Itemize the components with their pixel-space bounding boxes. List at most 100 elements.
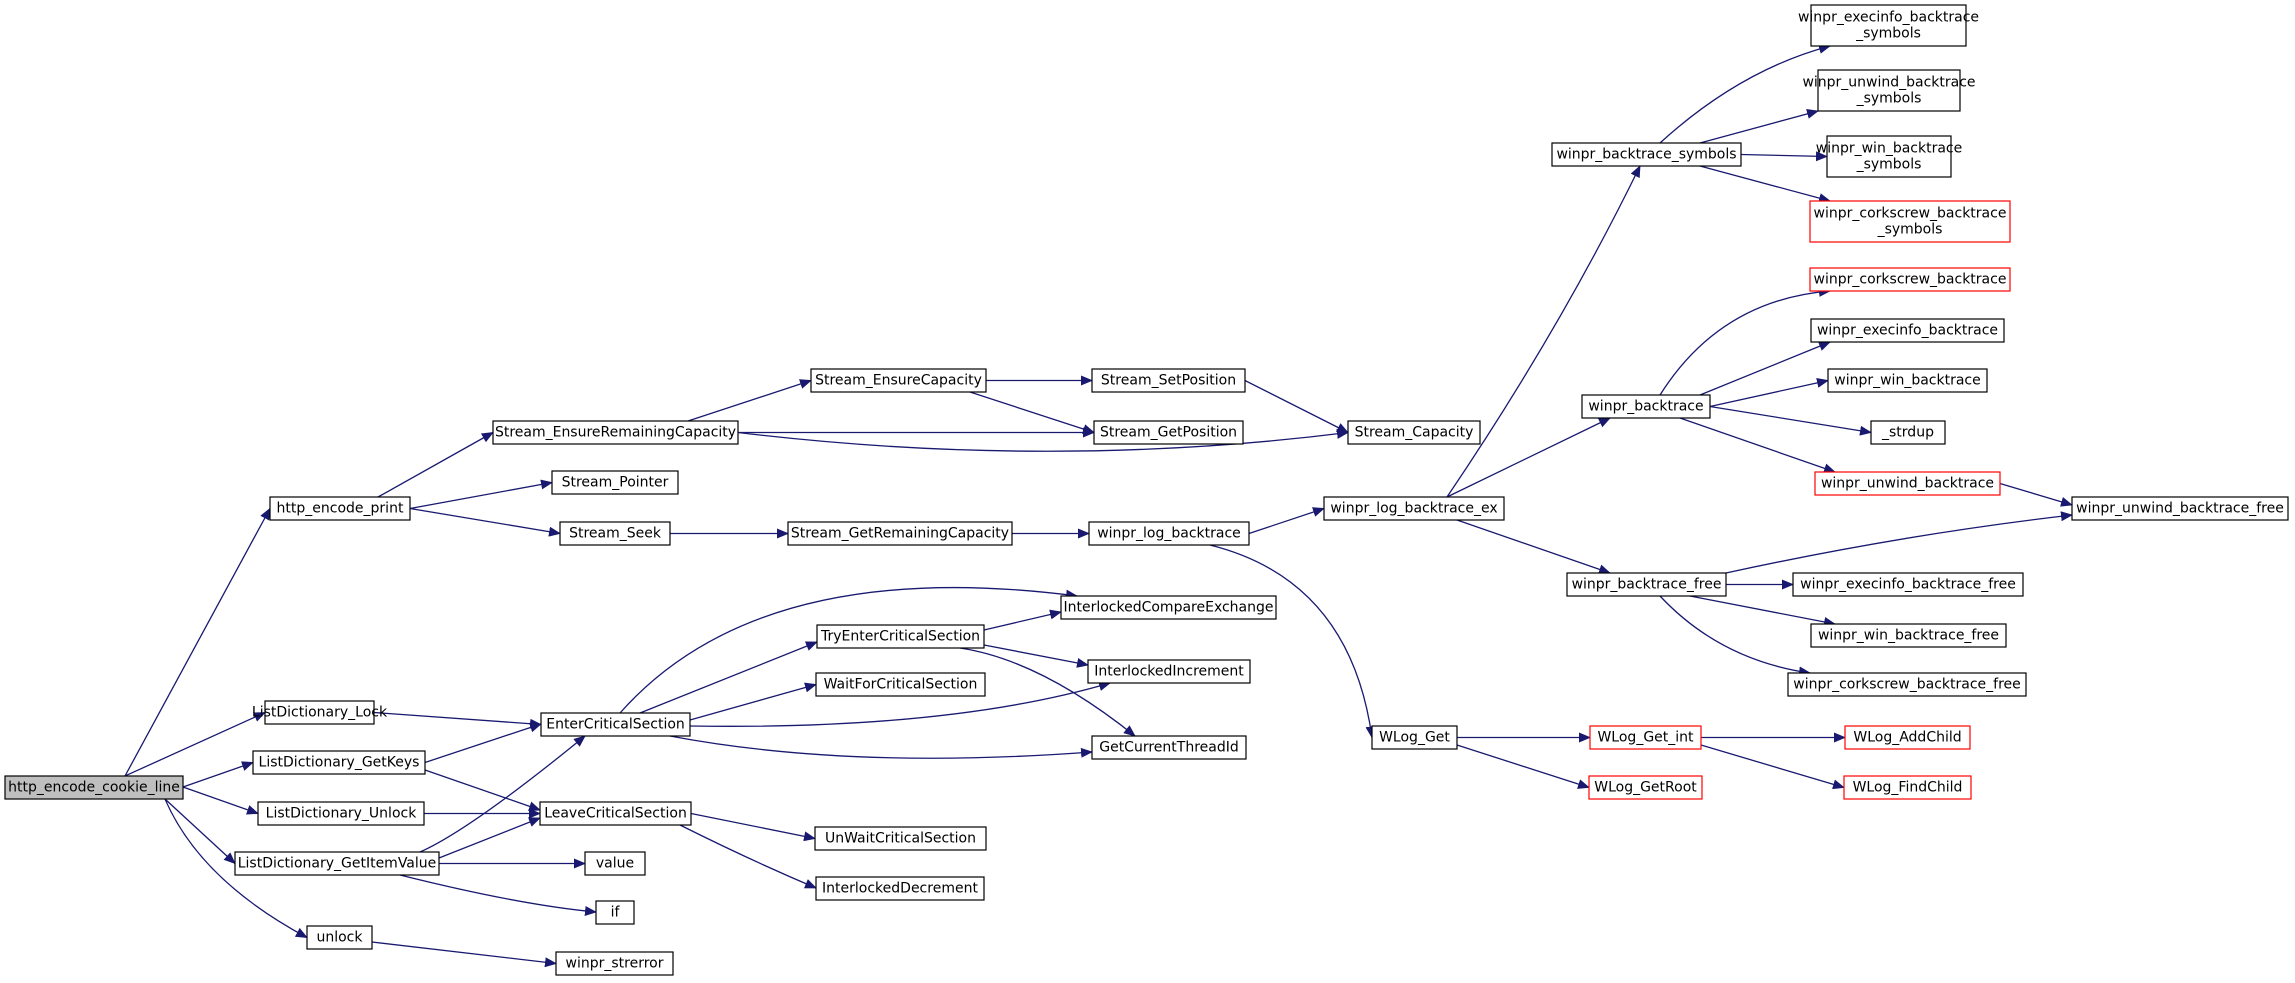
node-winpr_corkscrew_backtrace_free[interactable]: winpr_corkscrew_backtrace_free: [1787, 672, 2027, 697]
node-box: [1792, 572, 2024, 597]
node-label: winpr_unwind_backtrace: [1802, 75, 1975, 91]
node-Stream_GetRemainingCapacity[interactable]: Stream_GetRemainingCapacity: [787, 521, 1013, 546]
node-winpr_win_backtrace_free[interactable]: winpr_win_backtrace_free: [1810, 623, 2007, 648]
node-TryEnterCriticalSection[interactable]: TryEnterCriticalSection: [816, 624, 985, 649]
node-UnWaitCriticalSection[interactable]: UnWaitCriticalSection: [814, 826, 987, 851]
node-box: [559, 521, 671, 546]
node-Stream_GetPosition[interactable]: Stream_GetPosition: [1093, 420, 1244, 445]
node-winpr_execinfo_backtrace_free[interactable]: winpr_execinfo_backtrace_free: [1792, 572, 2024, 597]
node-box: [252, 750, 426, 775]
node-Stream_SetPosition[interactable]: Stream_SetPosition: [1091, 368, 1246, 393]
node-winpr_backtrace[interactable]: winpr_backtrace: [1581, 394, 1711, 419]
node-winpr_backtrace_free[interactable]: winpr_backtrace_free: [1566, 572, 1727, 597]
node-label: winpr_corkscrew_backtrace: [1814, 206, 2007, 222]
node-unlock[interactable]: unlock: [306, 925, 373, 950]
node-box: [584, 851, 646, 876]
node-label: winpr_backtrace_symbols: [1556, 147, 1736, 163]
node-WLog_GetRoot[interactable]: WLog_GetRoot: [1588, 775, 1703, 800]
node-box: [1093, 420, 1244, 445]
node-box: [1347, 420, 1481, 445]
node-label: Stream_Pointer: [562, 475, 669, 491]
edge-http_encode_print-to-Stream_Pointer: [409, 479, 553, 510]
node-_strdup[interactable]: _strdup: [1870, 420, 1946, 445]
edge-http_encode_cookie_line-to-unlock: [164, 798, 308, 939]
node-box: [264, 700, 375, 725]
node-label: winpr_win_backtrace_free: [1818, 628, 1999, 644]
node-winpr_log_backtrace_ex[interactable]: winpr_log_backtrace_ex: [1323, 496, 1505, 521]
edge-ListDictionary_GetItemValue-to-EnterCriticalSection: [419, 735, 586, 853]
node-http_encode_cookie_line[interactable]: http_encode_cookie_line: [4, 775, 184, 800]
node-InterlockedCompareExchange[interactable]: InterlockedCompareExchange: [1060, 595, 1277, 620]
node-ListDictionary_GetKeys[interactable]: ListDictionary_GetKeys: [252, 750, 426, 775]
node-Stream_Seek[interactable]: Stream_Seek: [559, 521, 671, 546]
node-label: Stream_GetPosition: [1100, 425, 1237, 441]
node-WLog_FindChild[interactable]: WLog_FindChild: [1843, 775, 1972, 800]
edge-winpr_log_backtrace_ex-to-winpr_backtrace_symbols: [1446, 165, 1641, 498]
node-box: [2071, 496, 2289, 521]
node-box: [1589, 725, 1702, 750]
edge-winpr_log_backtrace-to-WLog_Get: [1209, 544, 1376, 739]
node-winpr_corkscrew_backtrace[interactable]: winpr_corkscrew_backtrace: [1809, 267, 2011, 292]
node-http_encode_print[interactable]: http_encode_print: [269, 496, 411, 521]
edge-winpr_unwind_backtrace-to-winpr_unwind_backtrace_free: [1999, 482, 2073, 507]
edge-winpr_log_backtrace_ex-to-winpr_backtrace: [1446, 417, 1611, 498]
node-winpr_strerror[interactable]: winpr_strerror: [555, 951, 674, 976]
node-winpr_log_backtrace[interactable]: winpr_log_backtrace: [1088, 521, 1250, 546]
node-winpr_unwind_backtrace_free[interactable]: winpr_unwind_backtrace_free: [2071, 496, 2289, 521]
node-box: [787, 521, 1013, 546]
node-value[interactable]: value: [584, 851, 646, 876]
node-label: InterlockedCompareExchange: [1063, 600, 1273, 616]
node-label: ListDictionary_GetItemValue: [238, 856, 437, 872]
node-if[interactable]: if: [595, 900, 635, 925]
node-box: [234, 851, 440, 876]
node-label: WLog_Get_int: [1597, 730, 1694, 746]
node-ListDictionary_Unlock[interactable]: ListDictionary_Unlock: [257, 801, 425, 826]
edge-http_encode_cookie_line-to-http_encode_print: [124, 507, 271, 777]
node-Stream_Pointer[interactable]: Stream_Pointer: [551, 470, 679, 495]
edge-ListDictionary_GetItemValue-to-if: [399, 874, 597, 916]
edge-EnterCriticalSection-to-GetCurrentThreadId: [669, 735, 1093, 759]
node-box: [1371, 725, 1458, 750]
node-ListDictionary_Lock[interactable]: ListDictionary_Lock: [252, 700, 388, 725]
edge-WLog_Get_int-to-WLog_FindChild: [1700, 744, 1845, 790]
node-label: winpr_corkscrew_backtrace_free: [1793, 677, 2021, 693]
node-winpr_win_backtrace_symbols[interactable]: winpr_win_backtrace_symbols: [1816, 135, 1962, 178]
node-EnterCriticalSection[interactable]: EnterCriticalSection: [540, 712, 691, 737]
node-box: [815, 672, 986, 697]
node-box: [540, 712, 691, 737]
node-WLog_Get_int[interactable]: WLog_Get_int: [1589, 725, 1702, 750]
node-GetCurrentThreadId[interactable]: GetCurrentThreadId: [1091, 735, 1247, 760]
node-winpr_backtrace_symbols[interactable]: winpr_backtrace_symbols: [1551, 142, 1742, 167]
edge-http_encode_print-to-Stream_EnsureRemainingCapacity: [377, 431, 494, 498]
node-label: WLog_Get: [1379, 730, 1450, 746]
edge-Stream_EnsureRemainingCapacity-to-Stream_Capacity: [737, 428, 1349, 452]
node-winpr_corkscrew_backtrace_symbols[interactable]: winpr_corkscrew_backtrace_symbols: [1809, 200, 2011, 243]
node-WaitForCriticalSection[interactable]: WaitForCriticalSection: [815, 672, 986, 697]
node-box: [1588, 775, 1703, 800]
node-Stream_Capacity[interactable]: Stream_Capacity: [1347, 420, 1481, 445]
node-winpr_execinfo_backtrace[interactable]: winpr_execinfo_backtrace: [1810, 318, 2005, 343]
node-Stream_EnsureRemainingCapacity[interactable]: Stream_EnsureRemainingCapacity: [492, 420, 739, 445]
node-label: _strdup: [1881, 425, 1934, 441]
node-label: ListDictionary_Unlock: [266, 806, 418, 822]
node-winpr_unwind_backtrace_symbols[interactable]: winpr_unwind_backtrace_symbols: [1802, 69, 1976, 112]
node-LeaveCriticalSection[interactable]: LeaveCriticalSection: [539, 801, 692, 826]
node-winpr_win_backtrace[interactable]: winpr_win_backtrace: [1827, 368, 1988, 393]
node-WLog_Get[interactable]: WLog_Get: [1371, 725, 1458, 750]
node-label: _symbols: [1855, 26, 1921, 42]
node-label: winpr_corkscrew_backtrace: [1814, 272, 2007, 288]
node-label: _symbols: [1877, 222, 1943, 238]
node-winpr_execinfo_backtrace_symbols[interactable]: winpr_execinfo_backtrace_symbols: [1798, 4, 1979, 47]
edge-LeaveCriticalSection-to-UnWaitCriticalSection: [690, 812, 816, 842]
edge-layer: [124, 44, 2073, 968]
node-box: [1810, 4, 1967, 47]
node-InterlockedIncrement[interactable]: InterlockedIncrement: [1087, 659, 1251, 684]
node-box: [1810, 623, 2007, 648]
node-ListDictionary_GetItemValue[interactable]: ListDictionary_GetItemValue: [234, 851, 440, 876]
node-box: [1844, 725, 1971, 750]
node-box: [555, 951, 674, 976]
node-InterlockedDecrement[interactable]: InterlockedDecrement: [815, 876, 985, 901]
node-winpr_unwind_backtrace[interactable]: winpr_unwind_backtrace: [1814, 471, 2001, 496]
node-Stream_EnsureCapacity[interactable]: Stream_EnsureCapacity: [810, 368, 987, 393]
node-WLog_AddChild[interactable]: WLog_AddChild: [1844, 725, 1971, 750]
